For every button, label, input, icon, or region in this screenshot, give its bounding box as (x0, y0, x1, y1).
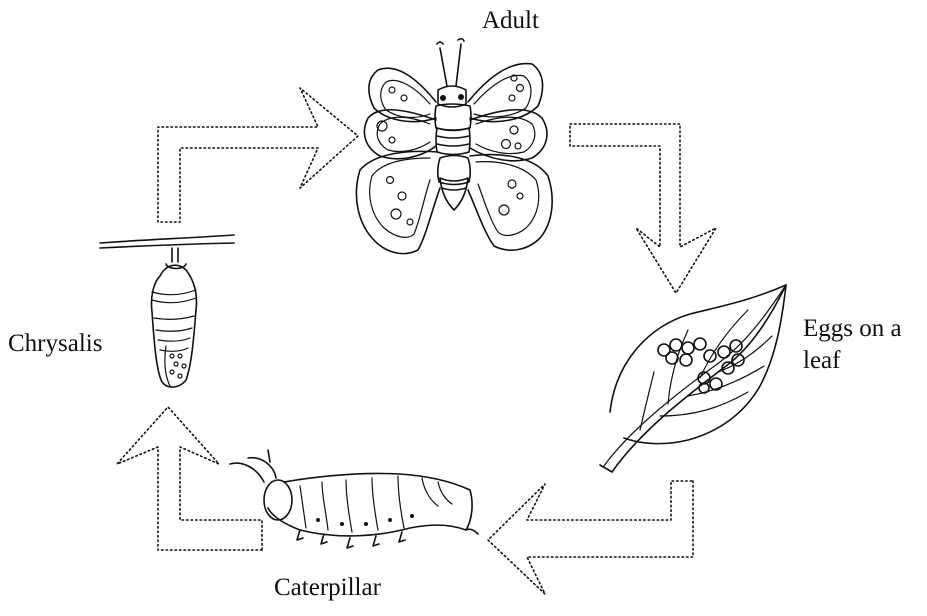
label-adult: Adult (482, 6, 539, 36)
arrow-adult-to-eggs (570, 124, 716, 293)
chrysalis-icon (100, 235, 234, 387)
arrow-eggs-to-caterpillar (488, 481, 693, 594)
arrow-caterpillar-to-chrysalis (117, 407, 262, 550)
caterpillar-icon (230, 450, 478, 548)
arrow-chrysalis-to-adult (158, 88, 358, 222)
label-eggs-line2: leaf (803, 346, 840, 376)
label-chrysalis: Chrysalis (8, 329, 102, 359)
butterfly-icon (356, 39, 552, 254)
label-caterpillar: Caterpillar (274, 573, 381, 603)
label-eggs-line1: Eggs on a (803, 314, 902, 344)
leaf-with-eggs-icon (600, 285, 786, 472)
